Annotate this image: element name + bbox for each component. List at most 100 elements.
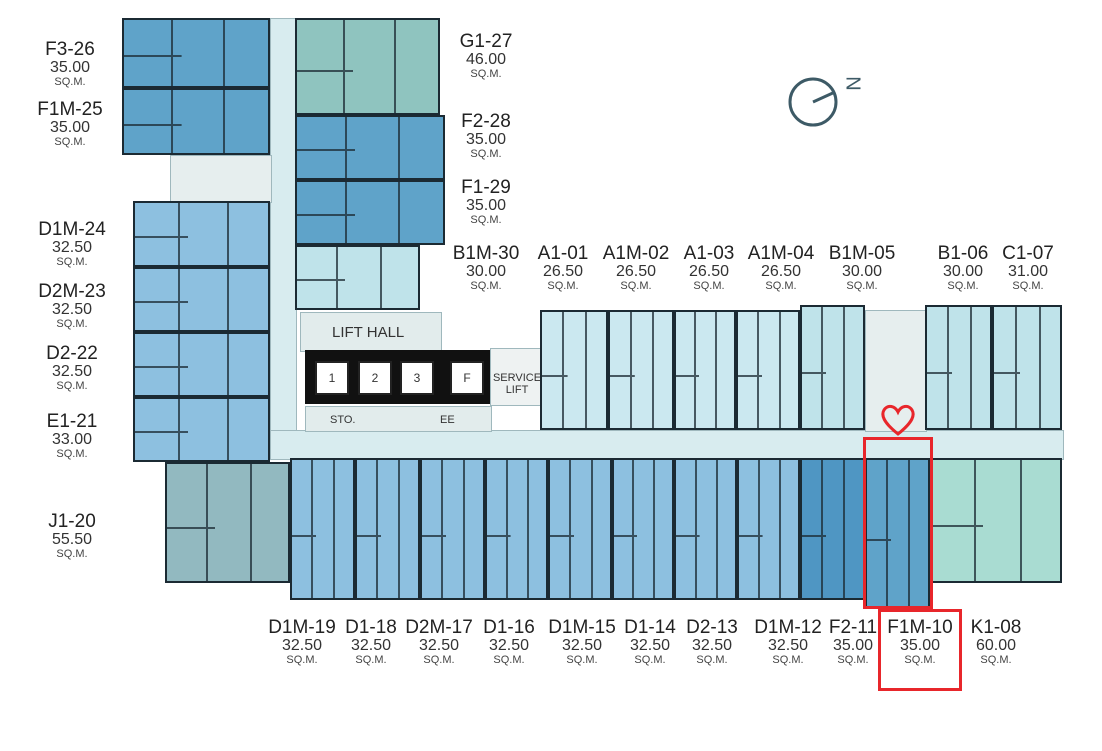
- unit-measure: SQ.M.: [470, 147, 502, 160]
- unit-area: 32.50: [691, 636, 733, 654]
- unit-name: D1M-24: [38, 219, 106, 240]
- corridor-horizontal: [270, 430, 1064, 460]
- unit-area: 35.00: [49, 58, 91, 76]
- unit-name: D2M-23: [38, 281, 106, 302]
- unit-measure: SQ.M.: [980, 653, 1012, 666]
- north-compass-icon: [788, 77, 838, 127]
- unit-f2-28[interactable]: [295, 115, 445, 180]
- unit-measure: SQ.M.: [837, 653, 869, 666]
- unit-measure: SQ.M.: [56, 547, 88, 560]
- unit-name: B1M-05: [828, 243, 896, 264]
- unit-name: E1-21: [46, 411, 98, 432]
- unit-name: D1-16: [483, 617, 535, 638]
- unit-name: A1M-04: [747, 243, 815, 264]
- unit-measure: SQ.M.: [56, 317, 88, 330]
- unit-c1-07[interactable]: [992, 305, 1062, 430]
- unit-measure: SQ.M.: [470, 279, 502, 292]
- unit-area: 31.00: [1007, 262, 1049, 280]
- heart-icon: [881, 404, 915, 436]
- unit-k1-08[interactable]: [930, 458, 1062, 583]
- unit-measure: SQ.M.: [620, 279, 652, 292]
- corridor-vertical: [270, 18, 297, 460]
- unit-name: D1-14: [624, 617, 676, 638]
- service-lift: [490, 348, 544, 406]
- unit-d1m-12[interactable]: [737, 458, 800, 600]
- unit-a1m-04[interactable]: [736, 310, 800, 430]
- unit-d1m-15[interactable]: [548, 458, 612, 600]
- unit-area: 60.00: [975, 636, 1017, 654]
- unit-measure: SQ.M.: [765, 279, 797, 292]
- unit-area: 32.50: [350, 636, 392, 654]
- unit-a1m-02[interactable]: [608, 310, 674, 430]
- unit-f1m-25[interactable]: [122, 88, 270, 155]
- unit-name: K1-08: [970, 617, 1022, 638]
- unit-d2m-23[interactable]: [133, 267, 270, 332]
- unit-f1-29[interactable]: [295, 180, 445, 245]
- unit-a1-01[interactable]: [540, 310, 608, 430]
- unit-d1m-24[interactable]: [133, 201, 270, 267]
- unit-d2-22[interactable]: [133, 332, 270, 397]
- unit-name: F1-29: [461, 177, 511, 198]
- unit-d1-18[interactable]: [355, 458, 420, 600]
- unit-b1m-30[interactable]: [295, 245, 420, 310]
- unit-f3-26[interactable]: [122, 18, 270, 88]
- unit-g1-27[interactable]: [295, 18, 440, 115]
- unit-f2-11[interactable]: [800, 458, 865, 600]
- unit-name: C1-07: [1002, 243, 1054, 264]
- unit-name: F2-28: [461, 111, 511, 132]
- unit-area: 35.00: [465, 130, 507, 148]
- unit-name: D2-22: [46, 343, 98, 364]
- unit-name: F3-26: [45, 39, 95, 60]
- unit-area: 33.00: [51, 430, 93, 448]
- unit-e1-21[interactable]: [133, 397, 270, 462]
- unit-area: 32.50: [281, 636, 323, 654]
- unit-measure: SQ.M.: [693, 279, 725, 292]
- ee-label: EE: [440, 414, 455, 426]
- unit-d1m-19[interactable]: [290, 458, 355, 600]
- unit-b1-06[interactable]: [925, 305, 992, 430]
- unit-j1-20[interactable]: [165, 462, 290, 583]
- unit-d2m-17[interactable]: [420, 458, 485, 600]
- unit-area: 32.50: [488, 636, 530, 654]
- service-lift-label-1: SERVICE: [492, 372, 542, 384]
- unit-measure: SQ.M.: [634, 653, 666, 666]
- unit-measure: SQ.M.: [56, 255, 88, 268]
- unit-measure: SQ.M.: [54, 75, 86, 88]
- highlight-label-box: [878, 609, 962, 691]
- unit-d1-16[interactable]: [485, 458, 548, 600]
- unit-name: D2M-17: [405, 617, 473, 638]
- unit-f1m-10[interactable]: [865, 458, 930, 608]
- unit-measure: SQ.M.: [846, 279, 878, 292]
- unit-name: A1-03: [683, 243, 735, 264]
- lift-hall: [300, 312, 442, 352]
- unit-b1m-05[interactable]: [800, 305, 865, 430]
- unit-name: D2-13: [686, 617, 738, 638]
- unit-area: 26.50: [615, 262, 657, 280]
- unit-d1-14[interactable]: [612, 458, 674, 600]
- unit-measure: SQ.M.: [56, 379, 88, 392]
- unit-name: F1M-10: [887, 617, 953, 638]
- unit-a1-03[interactable]: [674, 310, 736, 430]
- unit-measure: SQ.M.: [470, 67, 502, 80]
- unit-measure: SQ.M.: [696, 653, 728, 666]
- unit-area: 32.50: [767, 636, 809, 654]
- unit-area: 32.50: [629, 636, 671, 654]
- unit-name: A1-01: [537, 243, 589, 264]
- unit-d2-13[interactable]: [674, 458, 737, 600]
